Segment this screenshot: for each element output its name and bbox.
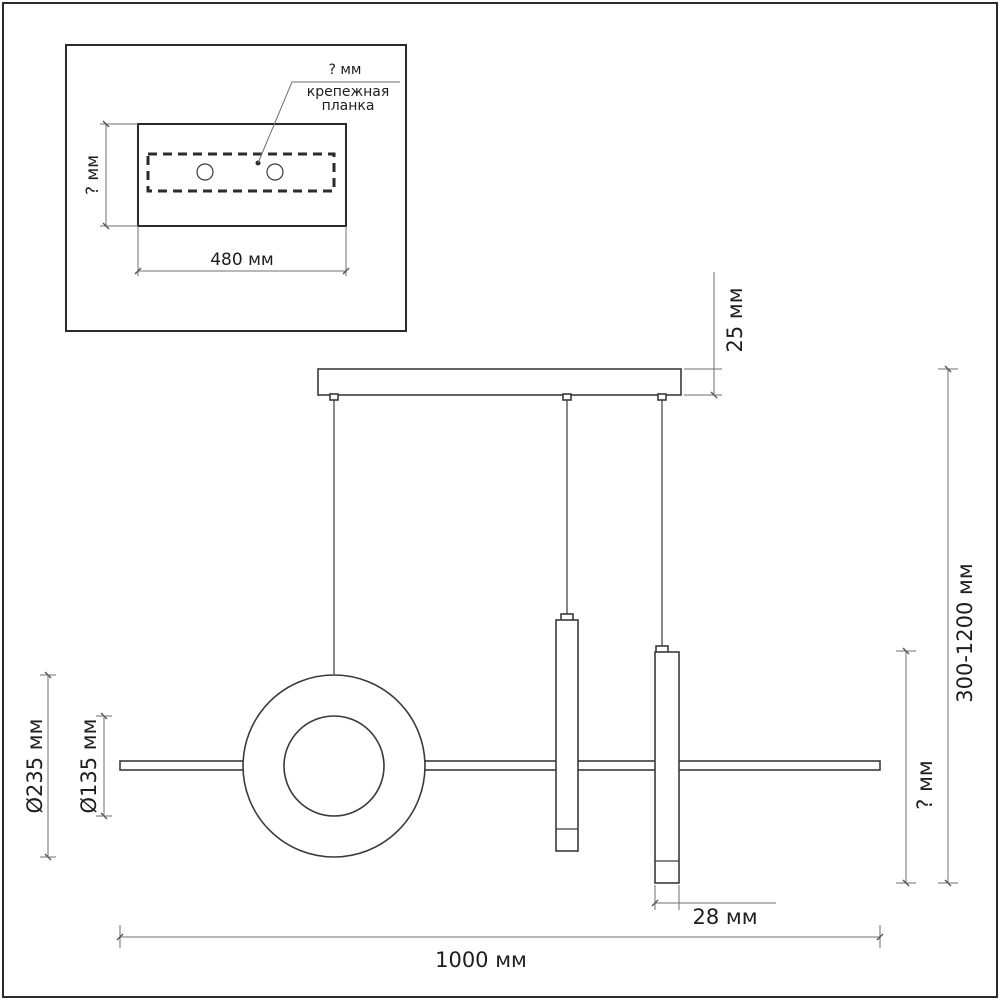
- pendant-side-view: [119, 368, 881, 884]
- canopy-height-label: 25 мм: [723, 287, 747, 352]
- horizontal-bar: [119, 760, 881, 771]
- bracket-dim-label: ? мм: [328, 62, 361, 78]
- mounting-hole-right: [266, 163, 284, 181]
- inner-ring: [283, 715, 385, 817]
- inset-height-label: ? мм: [83, 155, 103, 195]
- wire-clip-ring: [329, 393, 339, 401]
- inset-width-label: 480 мм: [210, 250, 274, 270]
- canopy-top-view: [137, 123, 347, 227]
- tube-2: [654, 651, 680, 884]
- tube-1: [555, 619, 579, 852]
- fixture-height-label: ? мм: [913, 760, 937, 810]
- canopy: [317, 368, 682, 396]
- mounting-bracket-outline: [146, 152, 336, 193]
- bracket-label-line1: крепежная: [307, 84, 390, 100]
- tube-width-label: 28 мм: [692, 905, 757, 929]
- inset-border: [65, 44, 407, 332]
- total-width-label: 1000 мм: [435, 948, 527, 972]
- mounting-hole-left: [196, 163, 214, 181]
- wire-clip-tube-1: [562, 393, 572, 401]
- bracket-label-line2: планка: [322, 98, 375, 114]
- wire-clip-tube-2: [657, 393, 667, 401]
- inset-panel: ? мм 480 мм ? мм крепежная планка: [65, 44, 407, 332]
- outer-diameter-label: Ø235 мм: [23, 719, 47, 814]
- dimensions: 25 мм 300-1200 мм ? мм Ø235 мм Ø135 мм 2…: [23, 272, 977, 972]
- bracket-leader-line: [257, 81, 400, 164]
- inner-diameter-label: Ø135 мм: [77, 719, 101, 814]
- suspension-label: 300-1200 мм: [953, 563, 977, 702]
